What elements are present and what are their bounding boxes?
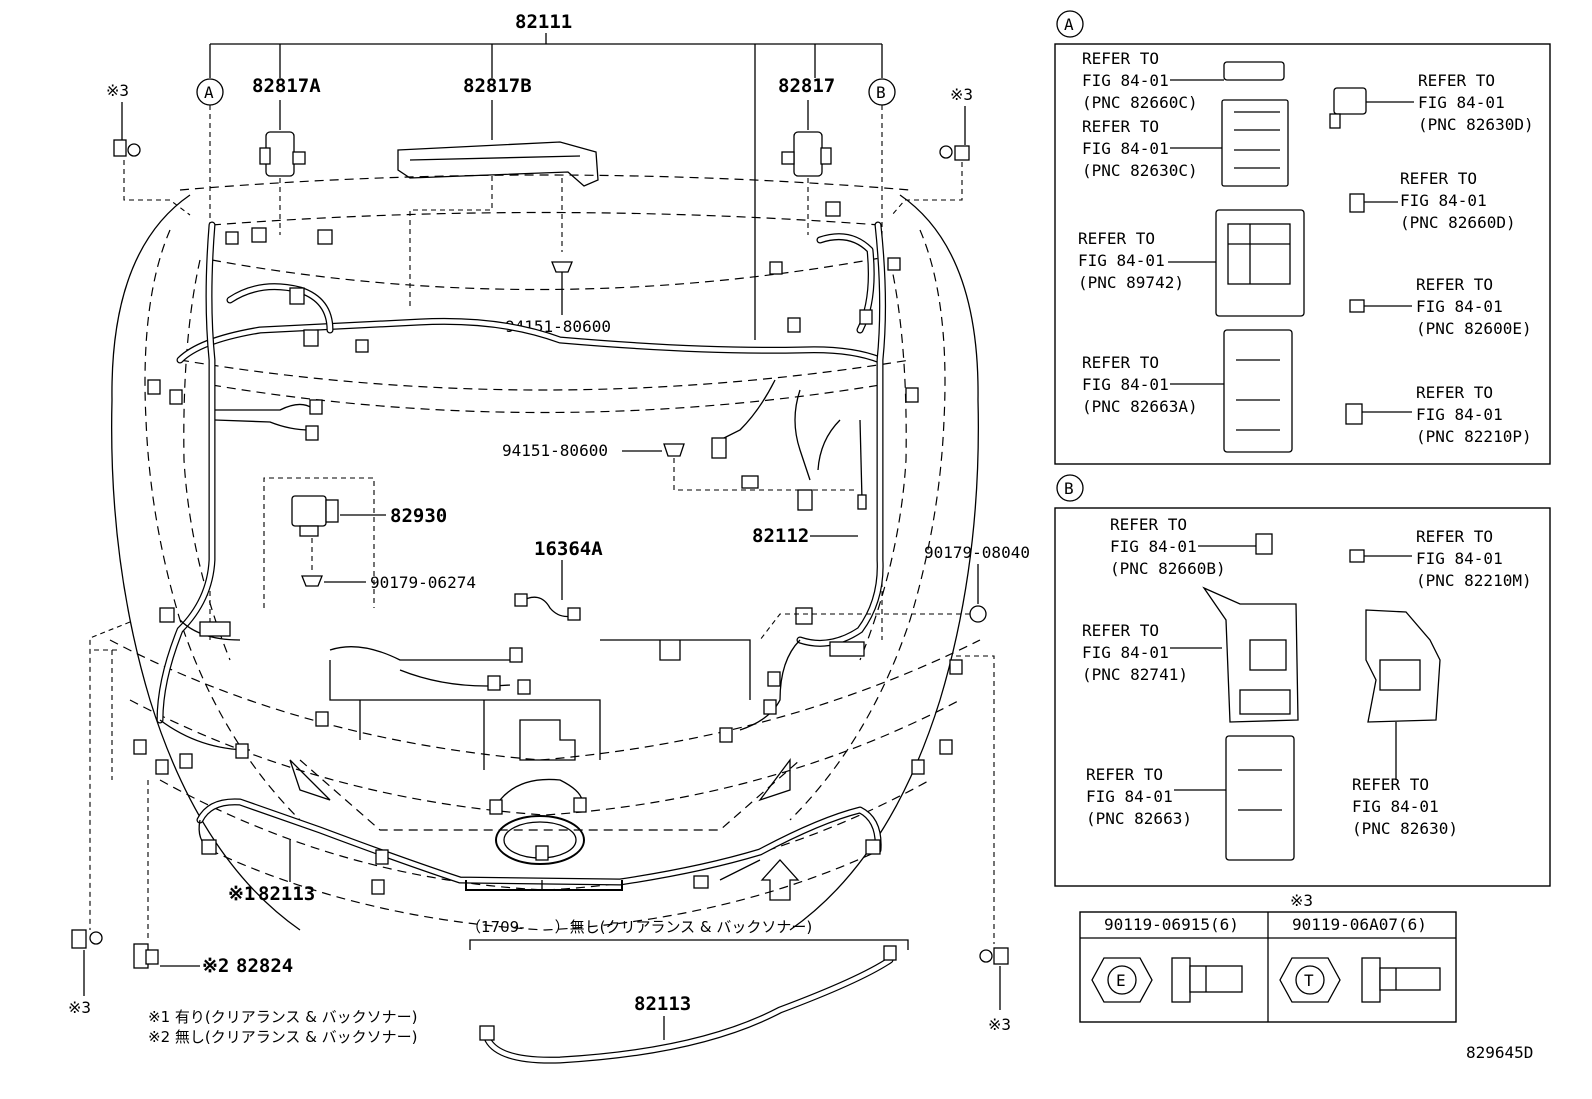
clamp-94151-mid: 94151-80600 [502, 441, 858, 491]
wire-82112: 82112 [752, 525, 858, 547]
svg-text:REFER TO: REFER TO [1082, 117, 1159, 136]
body-outline [109, 174, 981, 931]
callout-90179-06274: 90179-06274 [370, 573, 476, 592]
svg-text:FIG 84-01: FIG 84-01 [1110, 537, 1197, 556]
svg-text:FIG 84-01: FIG 84-01 [1400, 191, 1487, 210]
callout-82817: 82817 [778, 75, 835, 97]
variant-note: （1709- ）無し(クリアランス & バックソナー) [466, 918, 812, 936]
svg-text:※3: ※3 [68, 998, 91, 1017]
bolt-90179-08040: 90179-08040 [759, 543, 1030, 641]
svg-text:(PNC 82663A): (PNC 82663A) [1082, 397, 1198, 416]
callout-90179-08040: 90179-08040 [924, 543, 1030, 562]
relay-82930: 82930 90179-06274 [263, 477, 476, 608]
bolt-upper-right: ※3 [891, 85, 973, 216]
svg-text:(PNC 82630D): (PNC 82630D) [1418, 115, 1534, 134]
callout-82930: 82930 [390, 505, 447, 527]
callout-82824: 82824 [236, 955, 293, 977]
harness-connectors [133, 201, 963, 895]
callout-16364a: 16364A [534, 538, 603, 560]
svg-text:FIG 84-01: FIG 84-01 [1082, 375, 1169, 394]
svg-text:(PNC 82630): (PNC 82630) [1352, 819, 1458, 838]
svg-text:(PNC 82660B): (PNC 82660B) [1110, 559, 1226, 578]
callout-94151-mid: 94151-80600 [502, 441, 608, 460]
bolt-part-1: 90119-06915(6) [1104, 915, 1239, 934]
svg-text:FIG 84-01: FIG 84-01 [1086, 787, 1173, 806]
bolt-lower-left: ※3 [68, 621, 131, 1017]
svg-text:REFER TO: REFER TO [1082, 49, 1159, 68]
svg-text:FIG 84-01: FIG 84-01 [1416, 405, 1503, 424]
svg-text:REFER TO: REFER TO [1400, 169, 1477, 188]
svg-text:REFER TO: REFER TO [1110, 515, 1187, 534]
svg-text:REFER TO: REFER TO [1352, 775, 1429, 794]
svg-text:REFER TO: REFER TO [1082, 621, 1159, 640]
footnote-1: ※1 有り(クリアランス & バックソナー) [148, 1008, 418, 1026]
bolt-upper-left: ※3 [106, 81, 191, 216]
svg-text:※3: ※3 [988, 1015, 1011, 1034]
svg-text:(PNC 82660D): (PNC 82660D) [1400, 213, 1516, 232]
svg-text:REFER TO: REFER TO [1416, 275, 1493, 294]
callout-82824-mark: ※2 [202, 955, 229, 977]
callout-82817b: 82817B [463, 75, 532, 97]
sensor-82817a [259, 100, 306, 235]
svg-text:(PNC 82210M): (PNC 82210M) [1416, 571, 1532, 590]
front-arrow-icon [760, 859, 800, 901]
svg-text:(PNC 82741): (PNC 82741) [1082, 665, 1188, 684]
svg-text:REFER TO: REFER TO [1086, 765, 1163, 784]
harness-bracket: 82111 [209, 11, 883, 340]
svg-text:REFER TO: REFER TO [1082, 353, 1159, 372]
lower-variant: （1709- ）無し(クリアランス & バックソナー) 82113 [465, 880, 909, 1064]
svg-text:(PNC 82663): (PNC 82663) [1086, 809, 1192, 828]
bolt-lower-right: ※3 [956, 655, 1011, 1034]
svg-text:FIG 84-01: FIG 84-01 [1352, 797, 1439, 816]
callout-82817a: 82817A [252, 75, 321, 97]
callout-82113: 82113 [258, 883, 315, 905]
svg-text:(PNC 82210P): (PNC 82210P) [1416, 427, 1532, 446]
bolt-symbol-e: E [1116, 971, 1126, 990]
callout-82111: 82111 [515, 11, 572, 33]
svg-text:(PNC 82600E): (PNC 82600E) [1416, 319, 1532, 338]
svg-text:REFER TO: REFER TO [1416, 383, 1493, 402]
svg-text:REFER TO: REFER TO [1078, 229, 1155, 248]
svg-text:※3: ※3 [950, 85, 973, 104]
svg-text:FIG 84-01: FIG 84-01 [1082, 71, 1169, 90]
sensor-82817 [781, 100, 832, 235]
protector-82817b: 94151-80600 [397, 100, 611, 336]
svg-text:FIG 84-01: FIG 84-01 [1418, 93, 1505, 112]
svg-text:REFER TO: REFER TO [1418, 71, 1495, 90]
svg-text:※3: ※3 [106, 81, 129, 100]
svg-text:A: A [204, 83, 214, 102]
bolt-symbol-t: T [1304, 971, 1314, 990]
sub-harness-16364a: 16364A [514, 538, 603, 621]
svg-text:A: A [1064, 15, 1074, 34]
svg-text:FIG 84-01: FIG 84-01 [1078, 251, 1165, 270]
panel-b: B REFER TO FIG 84-01 (PNC 82660B) REFER … [1054, 474, 1551, 887]
callout-82113-lower: 82113 [634, 993, 691, 1015]
bolt-table: ※3 90119-06915(6) 90119-06A07(6) E T [1079, 891, 1457, 1023]
footnote-2: ※2 無し(クリアランス & バックソナー) [148, 1028, 418, 1046]
callout-82113-group: ※1 82113 [228, 840, 315, 905]
svg-text:B: B [876, 83, 886, 102]
svg-text:FIG 84-01: FIG 84-01 [1416, 549, 1503, 568]
svg-text:REFER TO: REFER TO [1416, 527, 1493, 546]
svg-text:FIG 84-01: FIG 84-01 [1416, 297, 1503, 316]
figure-id: 829645D [1466, 1043, 1533, 1062]
svg-text:FIG 84-01: FIG 84-01 [1082, 643, 1169, 662]
svg-text:(PNC 82660C): (PNC 82660C) [1082, 93, 1198, 112]
svg-text:B: B [1064, 479, 1074, 498]
callout-82112: 82112 [752, 525, 809, 547]
svg-text:(PNC 82630C): (PNC 82630C) [1082, 161, 1198, 180]
svg-text:(PNC 89742): (PNC 89742) [1078, 273, 1184, 292]
sensor-82824: ※2 82824 [133, 780, 293, 977]
panel-a: A REFER TO FIG 84-01 (PNC 82660C) REFER … [1054, 10, 1551, 465]
svg-text:※3: ※3 [1290, 891, 1313, 910]
callout-82113-mark: ※1 [228, 883, 255, 905]
bolt-part-2: 90119-06A07(6) [1292, 915, 1427, 934]
svg-text:FIG 84-01: FIG 84-01 [1082, 139, 1169, 158]
